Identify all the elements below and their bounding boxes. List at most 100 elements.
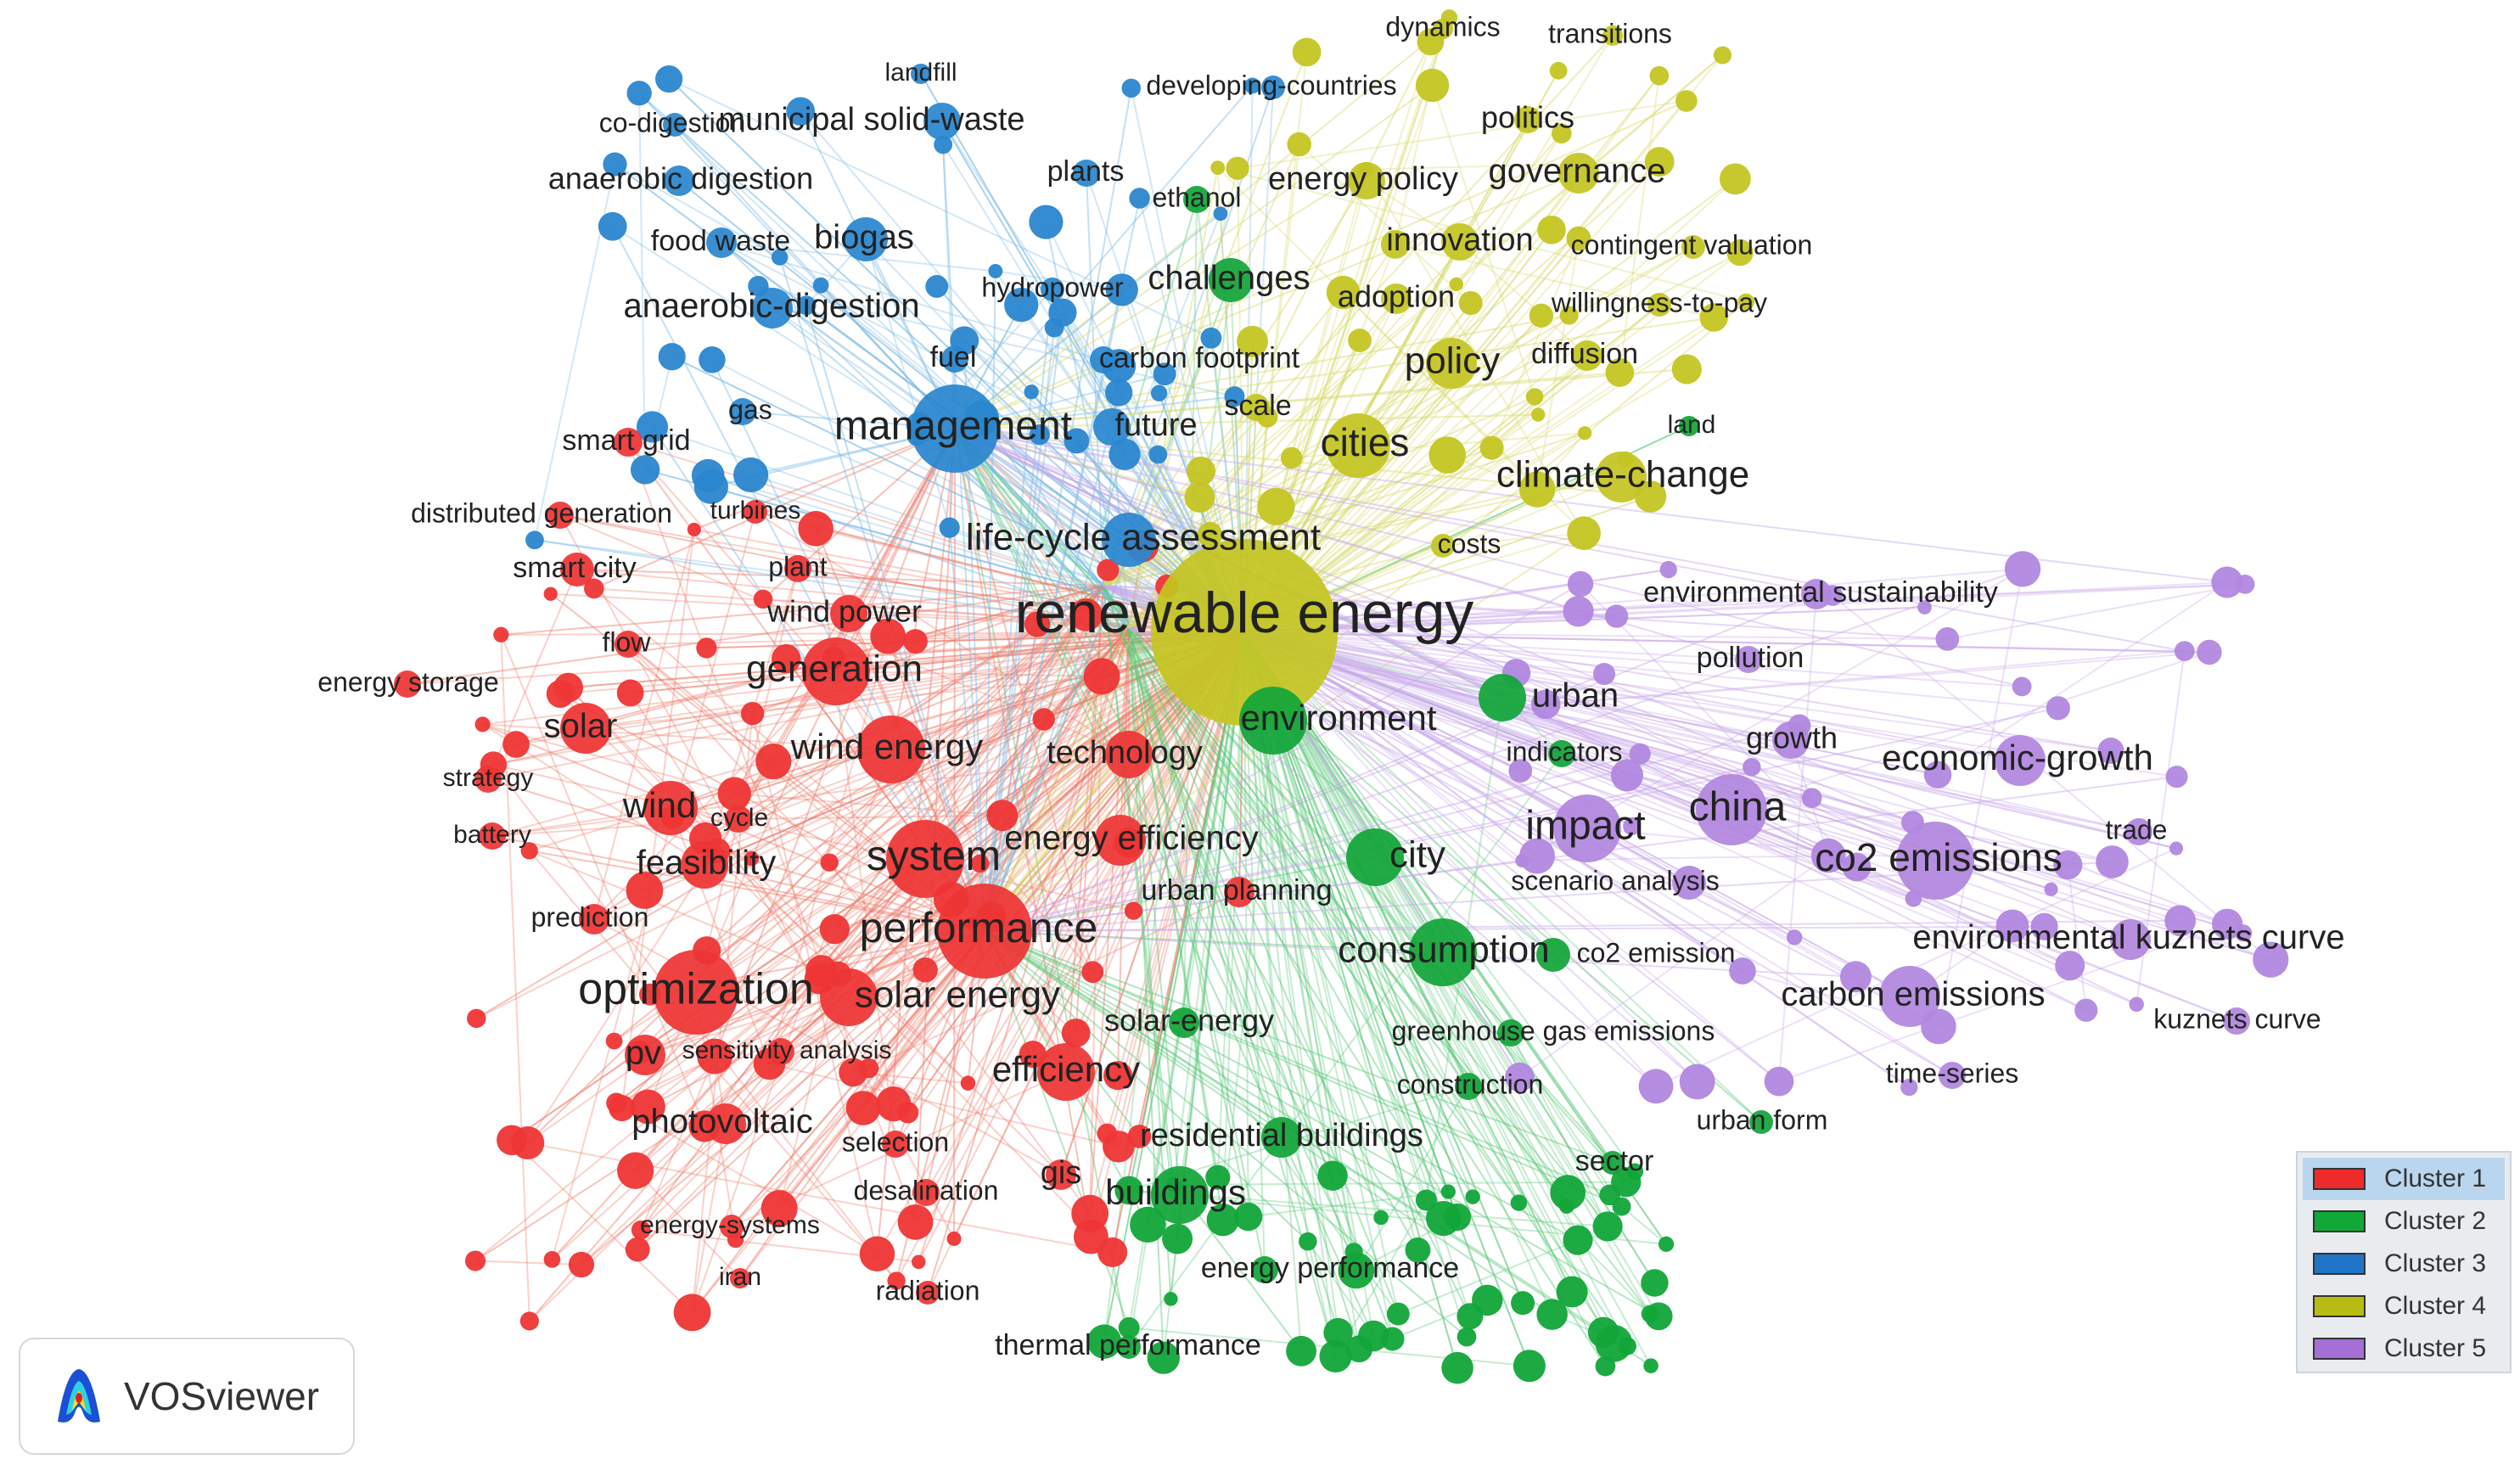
network-node[interactable] bbox=[636, 411, 669, 443]
term-label[interactable]: pollution bbox=[1697, 642, 1804, 674]
term-node[interactable] bbox=[1672, 866, 1706, 900]
network-node[interactable] bbox=[1563, 596, 1594, 627]
network-node[interactable] bbox=[2004, 551, 2041, 587]
term-node[interactable] bbox=[614, 428, 643, 457]
network-node[interactable] bbox=[1061, 1019, 1091, 1047]
network-node[interactable] bbox=[520, 842, 538, 860]
term-label[interactable]: wind power bbox=[766, 594, 922, 629]
network-node[interactable] bbox=[1024, 611, 1051, 637]
network-node[interactable] bbox=[1935, 626, 1960, 651]
term-node[interactable] bbox=[1243, 394, 1270, 421]
term-label[interactable]: smart city bbox=[513, 552, 636, 584]
network-node[interactable] bbox=[1649, 65, 1670, 86]
network-node[interactable] bbox=[1563, 1225, 1593, 1255]
term-label[interactable]: impact bbox=[1525, 804, 1645, 849]
term-node[interactable] bbox=[1455, 1073, 1482, 1100]
term-node[interactable] bbox=[1681, 235, 1705, 259]
term-label[interactable]: energy storage bbox=[317, 666, 498, 697]
network-node[interactable] bbox=[474, 716, 491, 732]
term-label[interactable]: politics bbox=[1481, 100, 1574, 135]
network-node[interactable] bbox=[1458, 290, 1483, 316]
term-label[interactable]: anaerobic digestion bbox=[548, 161, 813, 196]
network-node[interactable] bbox=[584, 578, 604, 599]
network-node[interactable] bbox=[1244, 77, 1260, 94]
network-node[interactable] bbox=[1699, 303, 1728, 332]
term-label[interactable]: turbines bbox=[710, 497, 801, 525]
network-node[interactable] bbox=[1456, 1327, 1477, 1347]
term-node[interactable] bbox=[2223, 1007, 2250, 1035]
term-node[interactable] bbox=[830, 595, 867, 632]
network-node[interactable] bbox=[755, 744, 792, 780]
network-node[interactable] bbox=[1552, 123, 1572, 144]
network-node[interactable] bbox=[1643, 1358, 1658, 1373]
term-node[interactable] bbox=[664, 166, 694, 196]
network-node[interactable] bbox=[1338, 1252, 1375, 1289]
term-node[interactable] bbox=[1772, 721, 1810, 759]
network-node[interactable] bbox=[934, 135, 953, 154]
term-node[interactable] bbox=[1117, 1335, 1141, 1359]
network-node[interactable] bbox=[598, 211, 627, 241]
network-node[interactable] bbox=[2197, 639, 2222, 665]
term-node[interactable] bbox=[1896, 822, 1974, 900]
network-node[interactable] bbox=[1518, 471, 1556, 508]
term-label[interactable]: costs bbox=[1438, 528, 1501, 558]
legend-item-cluster-1[interactable]: Cluster 1 bbox=[2303, 1158, 2505, 1200]
term-label[interactable]: environmental sustainability bbox=[1643, 576, 1998, 609]
network-node[interactable] bbox=[697, 1038, 733, 1075]
term-label[interactable]: cycle bbox=[710, 804, 768, 832]
network-node[interactable] bbox=[1567, 570, 1594, 598]
network-node[interactable] bbox=[1536, 1299, 1568, 1330]
term-node[interactable] bbox=[1041, 278, 1064, 301]
network-node[interactable] bbox=[1531, 407, 1546, 422]
term-label[interactable]: selection bbox=[842, 1126, 949, 1157]
term-node[interactable] bbox=[1479, 674, 1526, 721]
network-node[interactable] bbox=[1237, 325, 1269, 357]
term-label[interactable]: municipal solid-waste bbox=[718, 102, 1024, 137]
network-node[interactable] bbox=[1069, 598, 1103, 631]
term-label[interactable]: distributed generation bbox=[411, 497, 672, 528]
network-node[interactable] bbox=[1644, 1302, 1673, 1331]
term-node[interactable] bbox=[1433, 19, 1453, 39]
term-label[interactable]: plant bbox=[768, 551, 828, 581]
term-node[interactable] bbox=[1801, 579, 1832, 609]
term-label[interactable]: construction bbox=[1397, 1069, 1544, 1099]
network-node[interactable] bbox=[1810, 838, 1846, 873]
network-node[interactable] bbox=[1124, 901, 1143, 920]
term-node[interactable] bbox=[1037, 1043, 1095, 1101]
network-node[interactable] bbox=[887, 1271, 906, 1290]
network-node[interactable] bbox=[897, 1204, 934, 1240]
term-node[interactable] bbox=[1046, 1159, 1076, 1190]
network-node[interactable] bbox=[2055, 951, 2085, 981]
network-node[interactable] bbox=[1726, 239, 1754, 267]
network-node[interactable] bbox=[696, 637, 717, 659]
network-node[interactable] bbox=[812, 277, 829, 294]
term-label[interactable]: solar-energy bbox=[1104, 1003, 1274, 1038]
network-node[interactable] bbox=[1326, 275, 1361, 310]
term-label[interactable]: energy policy bbox=[1268, 161, 1458, 197]
network-node[interactable] bbox=[1071, 1194, 1109, 1232]
term-label[interactable]: life-cycle assessment bbox=[966, 517, 1321, 558]
term-label[interactable]: smart grid bbox=[562, 424, 690, 457]
network-node[interactable] bbox=[859, 1236, 895, 1271]
network-node[interactable] bbox=[543, 586, 558, 601]
network-node[interactable] bbox=[1923, 760, 1952, 789]
network-node[interactable] bbox=[1612, 1197, 1631, 1216]
term-node[interactable] bbox=[886, 820, 964, 898]
network-node[interactable] bbox=[1233, 1202, 1263, 1232]
term-node[interactable] bbox=[720, 1215, 744, 1238]
term-node[interactable] bbox=[1553, 794, 1621, 862]
network-node[interactable] bbox=[744, 850, 760, 867]
term-node[interactable] bbox=[1879, 966, 1940, 1027]
network-node[interactable] bbox=[625, 1237, 650, 1262]
network-node[interactable] bbox=[502, 731, 530, 758]
network-node[interactable] bbox=[820, 853, 839, 872]
network-node[interactable] bbox=[760, 1190, 798, 1227]
term-node[interactable] bbox=[706, 227, 737, 258]
term-node[interactable] bbox=[1497, 1019, 1524, 1047]
term-node[interactable] bbox=[1647, 293, 1671, 317]
network-node[interactable] bbox=[786, 97, 816, 126]
network-node[interactable] bbox=[1839, 961, 1872, 993]
network-node[interactable] bbox=[467, 1008, 486, 1029]
term-label[interactable]: greenhouse gas emissions bbox=[1392, 1015, 1715, 1046]
network-node[interactable] bbox=[2030, 912, 2058, 940]
